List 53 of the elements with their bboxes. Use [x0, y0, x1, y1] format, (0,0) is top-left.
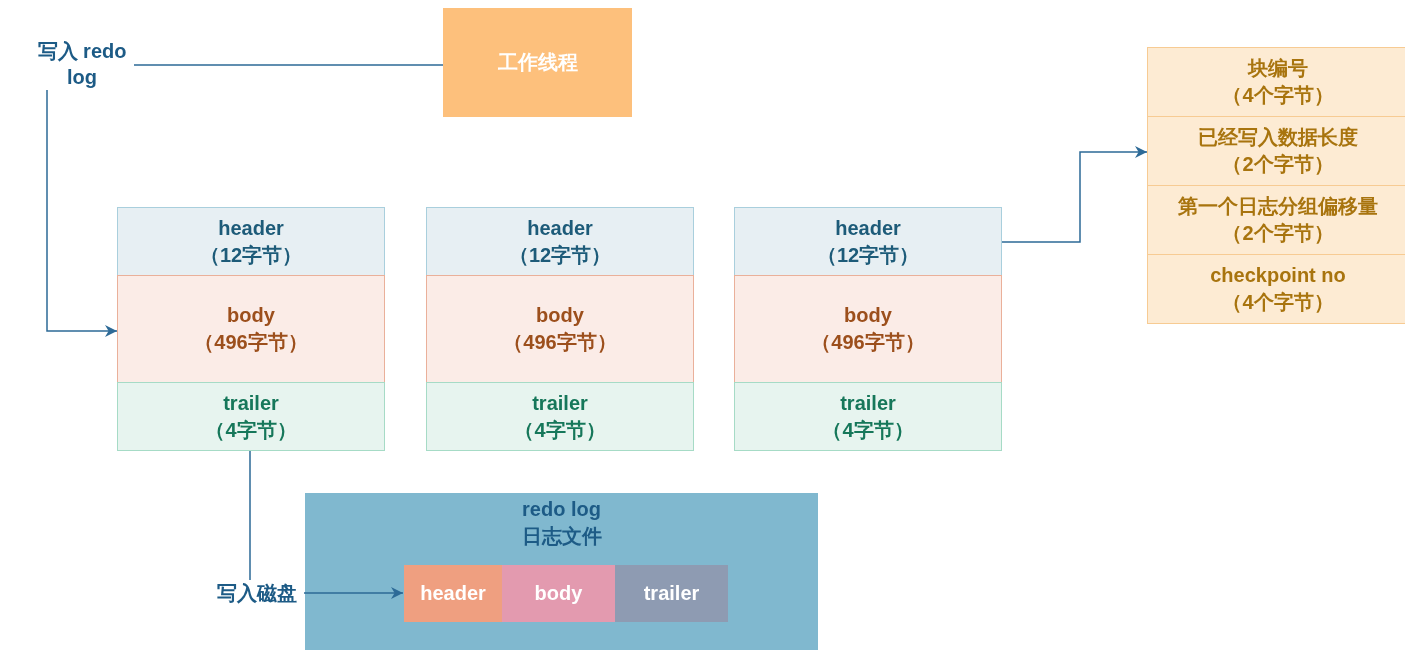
box-label: header: [420, 581, 486, 606]
box-label: （4个字节）: [1222, 83, 1334, 108]
box-label: （496字节）: [503, 330, 617, 355]
header-field: [1147, 185, 1405, 255]
thread-box: [443, 8, 632, 117]
block-field: [426, 207, 694, 276]
box-label: （4个字节）: [1222, 290, 1334, 315]
box-label: （4字节）: [514, 417, 606, 443]
box-label: body: [534, 581, 583, 606]
file-panel: [305, 493, 818, 650]
box-label: trailer: [532, 390, 588, 416]
box-label: redo log: [522, 497, 601, 522]
arrow: [249, 450, 404, 599]
box-label: （496字节）: [194, 330, 308, 355]
box-label: 工作线程: [497, 50, 578, 75]
box-label: （2个字节）: [1222, 221, 1334, 246]
segment-box: [615, 565, 728, 622]
arrow: [46, 64, 444, 337]
block-field: [117, 207, 385, 276]
block-field: [117, 275, 385, 383]
box-label: header: [835, 215, 901, 241]
box-label: checkpoint no: [1210, 263, 1346, 288]
box-label: （4字节）: [205, 417, 297, 443]
block-field: [117, 382, 385, 451]
block-field: [426, 382, 694, 451]
arrow: [1001, 146, 1148, 243]
segment-box: [502, 565, 615, 622]
box-label: 块编号: [1248, 56, 1308, 81]
box-label: （12字节）: [508, 242, 612, 268]
box-label: （4字节）: [822, 417, 914, 443]
box-label: header: [218, 215, 284, 241]
box-label: trailer: [840, 390, 896, 416]
box-label: 日志文件: [521, 524, 602, 549]
box-label: （2个字节）: [1222, 152, 1334, 177]
header-field: [1147, 254, 1405, 324]
header-field: [1147, 116, 1405, 186]
block-field: [734, 207, 1002, 276]
box-label: （496字节）: [811, 330, 925, 355]
box-label: （12字节）: [199, 242, 303, 268]
box-label: body: [536, 303, 584, 328]
box-label: body: [227, 303, 275, 328]
box-label: header: [527, 215, 593, 241]
block-field: [734, 382, 1002, 451]
box-label: 第一个日志分组偏移量: [1178, 194, 1378, 219]
header-field: [1147, 47, 1405, 117]
box-label: trailer: [223, 390, 279, 416]
box-label: 已经写入数据长度: [1198, 125, 1358, 150]
segment-box: [404, 565, 502, 622]
box-label: trailer: [643, 581, 700, 606]
block-field: [426, 275, 694, 383]
block-field: [734, 275, 1002, 383]
box-label: （12字节）: [816, 242, 920, 268]
box-label: body: [844, 303, 892, 328]
